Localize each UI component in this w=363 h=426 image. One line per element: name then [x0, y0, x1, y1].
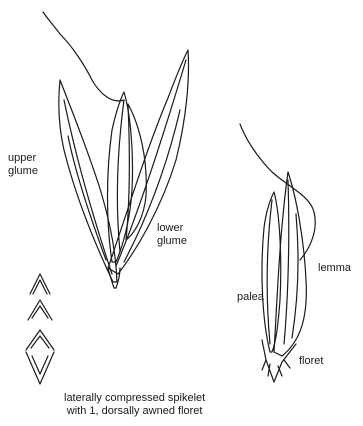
awn-left	[43, 12, 124, 101]
label-lower-glume-line1: lower	[157, 222, 187, 235]
lemma-shape	[274, 172, 306, 356]
lemma-vein	[284, 180, 289, 344]
label-upper-glume-line1: upper	[8, 152, 38, 165]
caption: laterally compressed spikelet with 1, do…	[64, 392, 205, 418]
caption-line1: laterally compressed spikelet	[64, 392, 205, 405]
label-palea: palea	[237, 291, 264, 304]
label-lower-glume-line2: glume	[157, 235, 187, 248]
lemma-vein-2	[292, 214, 298, 338]
label-lower-glume: lower glume	[157, 222, 187, 248]
label-upper-glume: upper glume	[8, 152, 38, 178]
label-upper-glume-line2: glume	[8, 165, 38, 178]
palea-vein	[267, 200, 272, 344]
awn-right	[240, 124, 315, 260]
palea-shape	[262, 192, 281, 352]
upper-glume-vein-2	[68, 136, 106, 260]
floret-base-hairs	[262, 360, 290, 376]
label-lemma: lemma	[318, 262, 351, 275]
floret-drawing	[240, 124, 315, 382]
label-floret: floret	[299, 355, 323, 368]
chevron-symbol-icon	[26, 274, 54, 384]
upper-glume-vein	[64, 100, 112, 274]
caption-line2: with 1, dorsally awned floret	[64, 405, 205, 418]
